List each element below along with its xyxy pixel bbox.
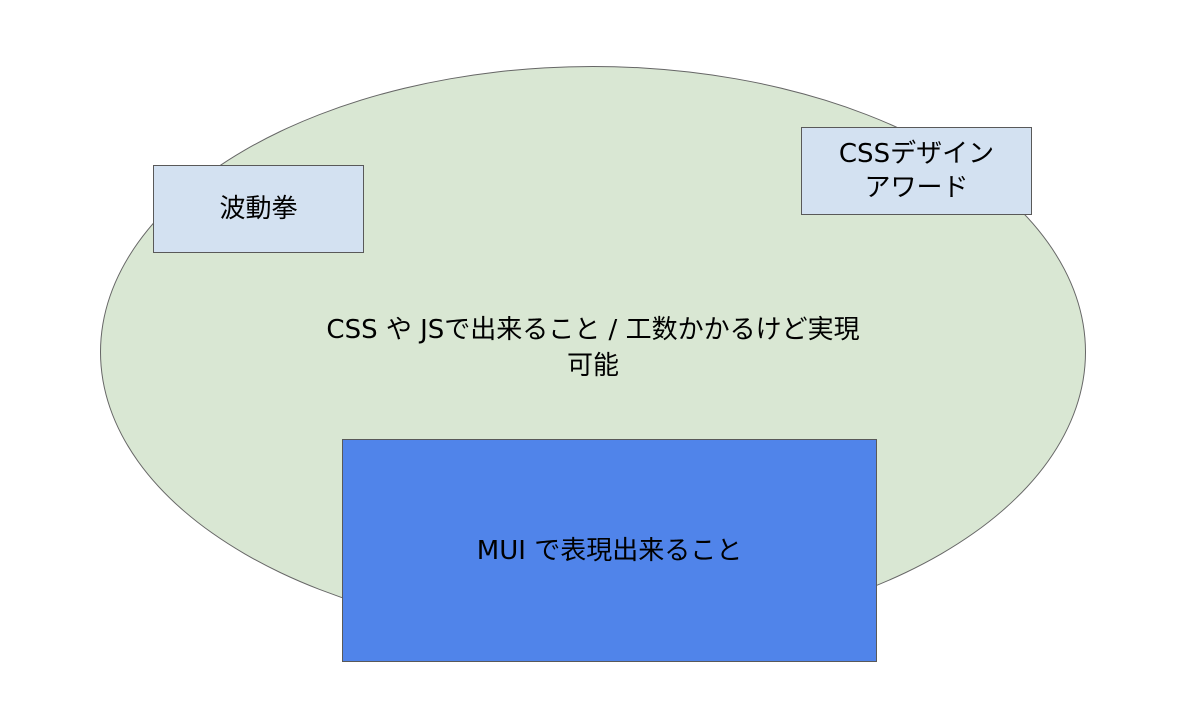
mui-capability-box: MUI で表現出来ること (342, 439, 877, 662)
css-design-award-box: CSSデザイン アワード (801, 127, 1032, 215)
mui-capability-label: MUI で表現出来ること (476, 535, 743, 566)
css-design-award-label: CSSデザイン アワード (838, 139, 995, 203)
ellipse-label: CSS や JSで出来ること / 工数かかるけど実現 可能 (326, 315, 860, 381)
hadouken-box: 波動拳 (153, 165, 364, 253)
hadouken-label: 波動拳 (219, 194, 298, 224)
